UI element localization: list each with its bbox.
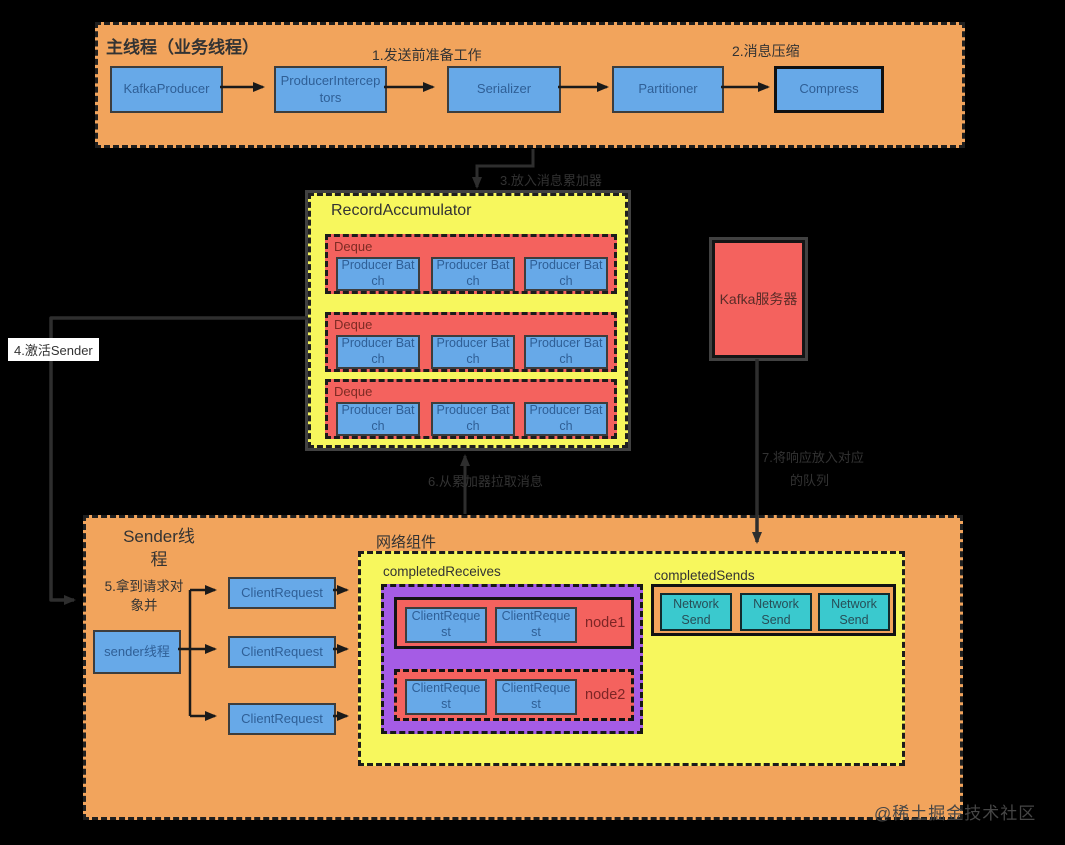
main-thread-title: 主线程（业务线程） xyxy=(106,38,259,57)
node-compress: Compress xyxy=(774,66,884,113)
node-kafkaproducer: KafkaProducer xyxy=(110,66,223,113)
producer-batch: Producer Batch xyxy=(431,335,515,369)
deque-label: Deque xyxy=(334,239,373,254)
step6-label: 6.从累加器拉取消息 xyxy=(428,474,543,489)
client-request: ClientRequest xyxy=(495,607,577,643)
producer-batch: Producer Batch xyxy=(336,402,420,436)
client-request: ClientRequest xyxy=(228,636,336,668)
client-request: ClientRequest xyxy=(228,703,336,735)
record-accumulator-title: RecordAccumulator xyxy=(331,202,472,219)
step7-line1: 7.将响应放入对应 xyxy=(762,450,864,465)
record-accumulator-box: RecordAccumulator Deque Producer Batch P… xyxy=(308,193,628,448)
main-thread-box: 主线程（业务线程） 1.发送前准备工作 2.消息压缩 KafkaProducer… xyxy=(95,22,965,148)
deque-label: Deque xyxy=(334,384,373,399)
node1-label: node1 xyxy=(585,615,626,631)
client-request: ClientRequest xyxy=(495,679,577,715)
kafka-server-box: Kafka服务器 xyxy=(712,240,805,358)
deque-row: Deque Producer Batch Producer Batch Prod… xyxy=(325,312,617,372)
node-serializer: Serializer xyxy=(447,66,561,113)
sender-thread-box: Sender线程 5.拿到请求对象并 sender线程 ClientReques… xyxy=(83,515,963,820)
deque-row: Deque Producer Batch Producer Batch Prod… xyxy=(325,234,617,294)
sender-thread-title: Sender线程 xyxy=(123,527,195,569)
network-send: Network Send xyxy=(740,593,812,631)
step5-label: 5.拿到请求对象并 xyxy=(104,579,184,613)
producer-batch: Producer Batch xyxy=(524,402,608,436)
node-partitioner: Partitioner xyxy=(612,66,724,113)
producer-batch: Producer Batch xyxy=(524,335,608,369)
deque-row: Deque Producer Batch Producer Batch Prod… xyxy=(325,379,617,439)
step2-label: 2.消息压缩 xyxy=(732,43,800,59)
deque-label: Deque xyxy=(334,317,373,332)
step3-label: 3.放入消息累加器 xyxy=(500,173,602,188)
producer-batch: Producer Batch xyxy=(524,257,608,291)
producer-batch: Producer Batch xyxy=(431,257,515,291)
client-request: ClientRequest xyxy=(228,577,336,609)
completed-sends-box: Network Send Network Send Network Send xyxy=(651,584,896,636)
sender-node: sender线程 xyxy=(93,630,181,674)
watermark: @稀土掘金技术社区 xyxy=(874,804,1037,823)
node1-box: ClientRequest ClientRequest node1 xyxy=(394,597,634,649)
step1-label: 1.发送前准备工作 xyxy=(372,47,482,63)
client-request: ClientRequest xyxy=(405,679,487,715)
node2-label: node2 xyxy=(585,687,626,703)
network-send: Network Send xyxy=(818,593,890,631)
node2-box: ClientRequest ClientRequest node2 xyxy=(394,669,634,721)
node-producerinterceptors: ProducerInterceptors xyxy=(274,66,387,113)
network-component-title: 网络组件 xyxy=(376,534,437,551)
step4-label: 4.激活Sender xyxy=(8,338,99,361)
step7-label: 7.将响应放入对应 的队列 xyxy=(762,447,892,489)
step7-line2: 的队列 xyxy=(790,473,830,488)
completed-sends-label: completedSends xyxy=(654,568,755,583)
completed-receives-label: completedReceives xyxy=(383,564,501,579)
producer-batch: Producer Batch xyxy=(336,257,420,291)
network-send: Network Send xyxy=(660,593,732,631)
producer-batch: Producer Batch xyxy=(336,335,420,369)
network-component-box: completedReceives ClientRequest ClientRe… xyxy=(358,551,905,766)
client-request: ClientRequest xyxy=(405,607,487,643)
completed-receives-box: ClientRequest ClientRequest node1 Client… xyxy=(381,584,643,734)
producer-batch: Producer Batch xyxy=(431,402,515,436)
